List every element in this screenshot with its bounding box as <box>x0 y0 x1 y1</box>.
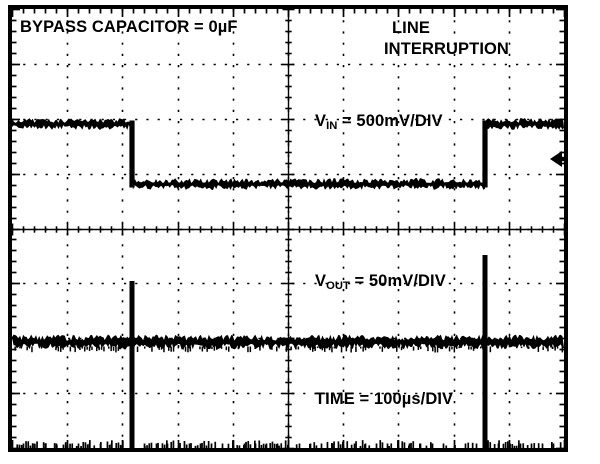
label-vout-value: = 50mV/DIV <box>349 272 446 290</box>
label-vin-value: = 500mV/DIV <box>337 112 443 130</box>
label-line-interruption-line2: INTERRUPTION <box>384 40 509 58</box>
label-vin-symbol: V <box>315 112 327 130</box>
label-vout-scale: VOUT = 50mV/DIV <box>315 272 446 292</box>
label-vin-subscript: IN <box>326 120 338 133</box>
label-vin-scale: VIN = 500mV/DIV <box>315 112 443 132</box>
label-line-interruption: LINE INTERRUPTION <box>384 18 509 60</box>
label-time-scale: TIME = 100µs/DIV <box>315 390 454 408</box>
scope-graticule-frame <box>8 5 568 452</box>
label-bypass-capacitor: BYPASS CAPACITOR = 0µF <box>20 18 238 36</box>
label-vout-symbol: V <box>315 272 327 290</box>
scope-plot-area <box>12 9 564 448</box>
scope-waveform-canvas <box>12 9 564 448</box>
label-line-interruption-line1: LINE <box>392 19 430 37</box>
label-vout-subscript: OUT <box>326 280 350 293</box>
